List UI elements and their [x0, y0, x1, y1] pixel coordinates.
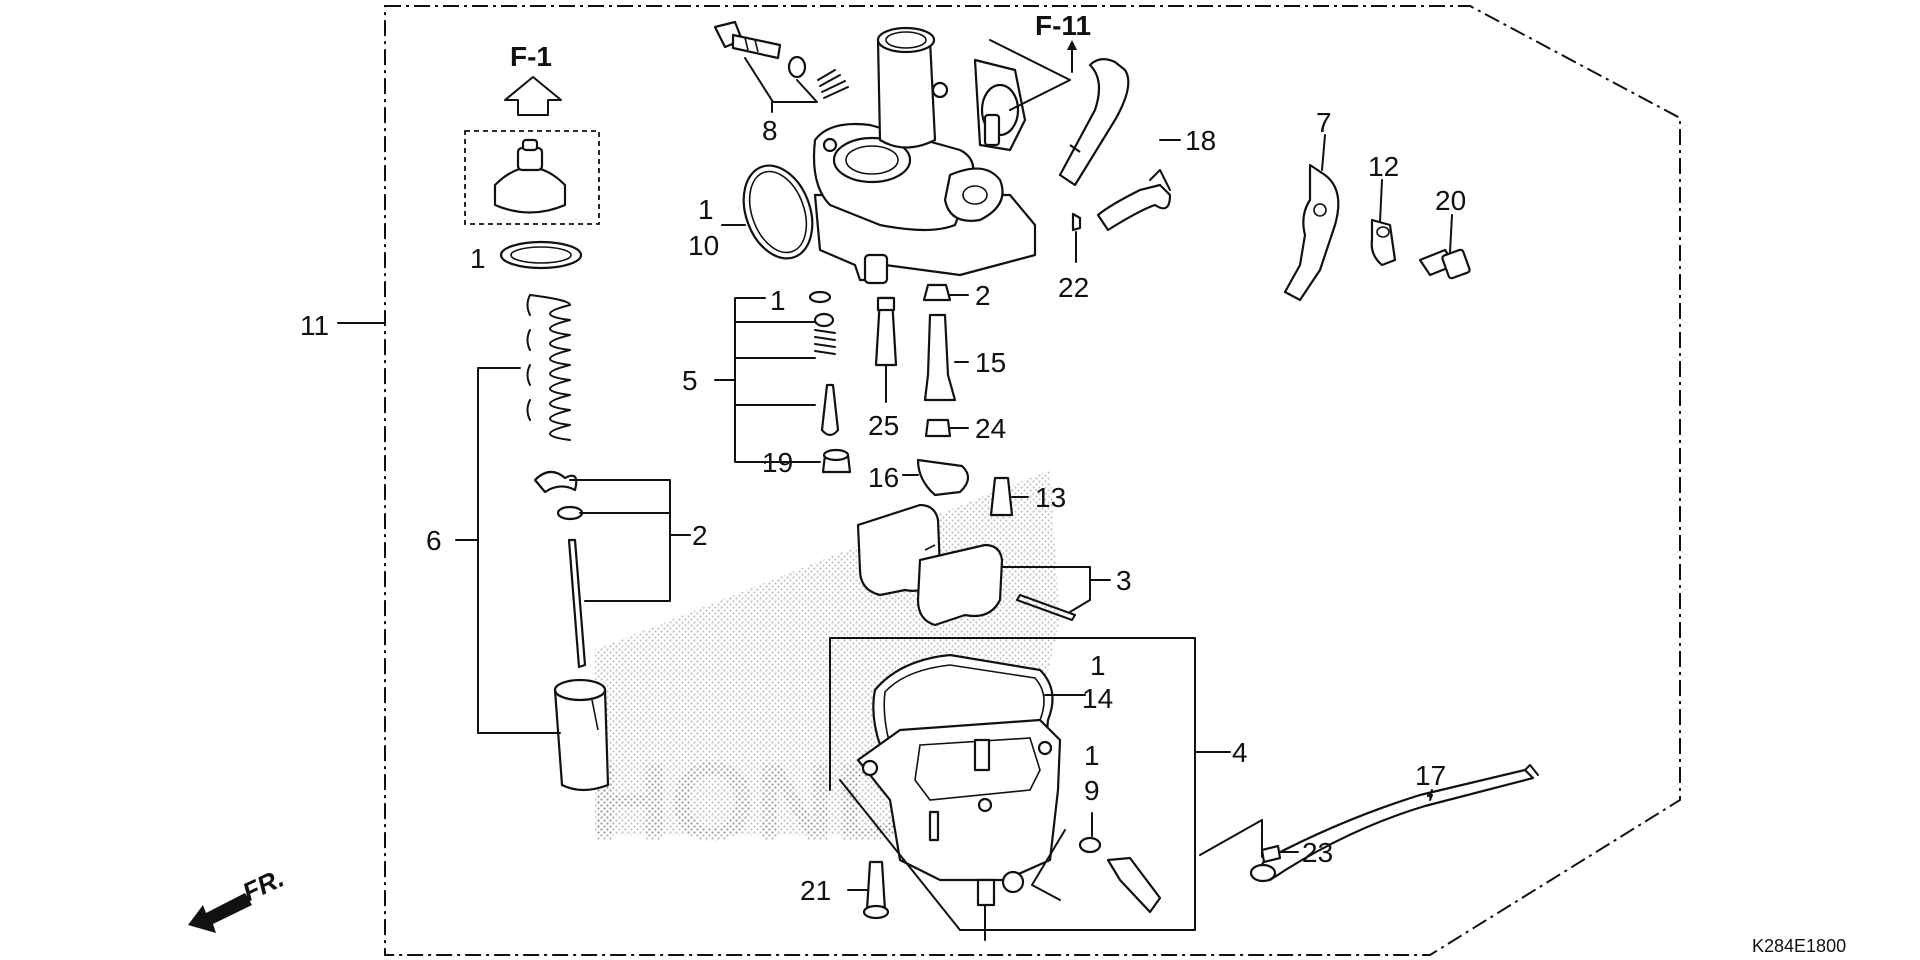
spring-part: [529, 294, 571, 441]
float-needle-13-part: [989, 476, 1014, 517]
top-cap-part: [493, 138, 567, 214]
screw-21-part: [865, 860, 887, 912]
pilot-screw-part: [820, 383, 840, 437]
callout-17: 17: [1415, 760, 1446, 791]
callout-1: 1: [470, 243, 486, 274]
callout-2: 2: [692, 520, 708, 551]
top-cap-box: [464, 130, 600, 225]
throttle-stop-screw-part: [713, 20, 849, 99]
clip-ring-part: [556, 505, 584, 521]
carburetor-body-part: [812, 26, 1037, 285]
callout-6: 6: [426, 525, 442, 556]
main-jet-24-part: [924, 418, 952, 438]
callout-5: 5: [682, 365, 698, 396]
front-arrow-icon: [188, 893, 252, 933]
bracket-8: [744, 57, 818, 103]
hose-18-part: [1058, 58, 1172, 232]
callout-18: 18: [1185, 125, 1216, 156]
callout-13: 13: [1035, 482, 1066, 513]
front-direction-indicator: FR.: [188, 863, 289, 933]
callout-2: 2: [975, 280, 991, 311]
holder-2-part: [922, 283, 952, 302]
lever-7-part: [1283, 163, 1340, 302]
callout-4: 4: [1232, 737, 1248, 768]
callout-22: 22: [1058, 272, 1089, 303]
callout-19: 19: [762, 447, 793, 478]
diagram-code: K284E1800: [1752, 936, 1846, 956]
o-ring-part: [499, 240, 583, 270]
jet-needle-part: [567, 538, 587, 669]
callout-9: 9: [1084, 775, 1100, 806]
bracket-5: [714, 297, 821, 463]
callout-1: 1: [1084, 740, 1100, 771]
callout-14: 14: [1082, 683, 1113, 714]
callout-21: 21: [800, 875, 831, 906]
bracket-6: [477, 367, 561, 734]
float-3-part: [856, 503, 1076, 627]
bracket-4: [829, 637, 1196, 931]
bracket-3: [1001, 566, 1111, 613]
needle-jet-15-part: [923, 313, 957, 402]
f1-reference: F-1: [504, 41, 562, 116]
assembly-boundary: [384, 5, 1681, 956]
f1-label: F-1: [510, 41, 552, 72]
up-arrow-icon: [504, 76, 562, 116]
throttle-valve-part: [553, 678, 610, 792]
f11-reference: F-11: [989, 10, 1091, 111]
callout-8: 8: [762, 115, 778, 146]
clip-22-part: [1071, 212, 1082, 232]
callout-16: 16: [868, 462, 899, 493]
seat-16-part: [916, 458, 970, 497]
f11-label: F-11: [1035, 10, 1091, 41]
needle-clip-part: [533, 470, 578, 494]
callout-labels: 11 1 6 2 8 1 10 1 5 19 25 2 15 24 16 13 …: [300, 107, 1466, 906]
clip-23-part: [1260, 844, 1282, 864]
washer-part: [808, 290, 832, 304]
callout-20: 20: [1435, 185, 1466, 216]
callout-3: 3: [1116, 565, 1132, 596]
callout-10: 10: [688, 230, 719, 261]
callout-23: 23: [1302, 837, 1333, 868]
callout-7: 7: [1316, 107, 1332, 138]
callout-11: 11: [300, 310, 329, 341]
callout-12: 12: [1368, 151, 1399, 182]
callout-25: 25: [868, 410, 899, 441]
o-ring-9-part: [1078, 836, 1102, 854]
bracket-2a: [569, 479, 691, 602]
callout-24: 24: [975, 413, 1006, 444]
drain-tube-17-part: [1253, 768, 1535, 882]
callout-15: 15: [975, 347, 1006, 378]
drain-screw-part: [1106, 856, 1162, 914]
callout-1: 1: [1090, 650, 1106, 681]
callout-1: 1: [770, 285, 786, 316]
float-chamber-part: [856, 718, 1062, 907]
callout-1: 1: [698, 194, 714, 225]
